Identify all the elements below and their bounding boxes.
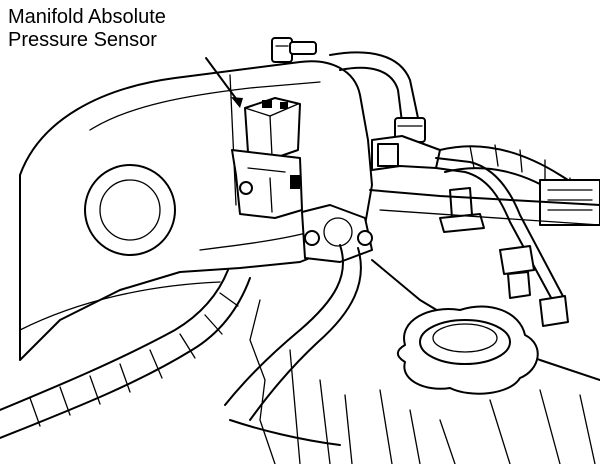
fuel-fitting bbox=[371, 135, 566, 306]
map-sensor bbox=[231, 97, 303, 219]
engine-block-lower bbox=[229, 299, 596, 464]
throttle-tube bbox=[224, 244, 362, 421]
throttle-flange bbox=[301, 204, 373, 263]
injectors bbox=[439, 187, 569, 327]
callout-leader bbox=[205, 57, 243, 108]
callout-label-line-1: Manifold Absolute bbox=[8, 6, 166, 28]
callout-label-line-2: Pressure Sensor bbox=[8, 29, 157, 51]
vacuum-fitting bbox=[271, 37, 317, 63]
wiring-harness-left bbox=[0, 269, 251, 439]
oil-filler-cap bbox=[396, 305, 539, 395]
